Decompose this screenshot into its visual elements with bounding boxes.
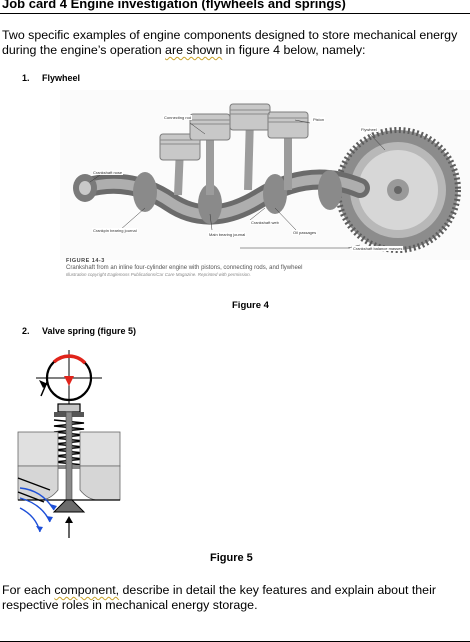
intro-paragraph: Two specific examples of engine componen… [2, 28, 468, 58]
intro-text: Two specific examples of engine componen… [2, 28, 458, 57]
callout-main-journal: Main bearing journal [208, 232, 247, 237]
figure4-caption-heading: FIGURE 14-3 [66, 258, 105, 264]
camshaft-icon [36, 350, 102, 406]
title-rule [0, 13, 470, 14]
crankshaft-illustration [60, 90, 470, 260]
callout-piston: Piston [312, 117, 326, 122]
page-title: Job card 4 Engine investigation (flywhee… [2, 0, 346, 11]
callout-crankshaft-nose: Crankshaft nose [92, 170, 124, 175]
instruction-text: For each [2, 583, 55, 597]
list-number: 2. [22, 326, 30, 336]
list-number: 1. [22, 73, 30, 83]
list-label: Flywheel [42, 73, 81, 83]
callout-crankpin-journal: Crankpin bearing journal [92, 228, 138, 233]
figure4-label: Figure 4 [232, 300, 269, 311]
callout-crankshaft-web: Crankshaft web [250, 220, 280, 225]
pistons-icon [159, 103, 309, 196]
list-label: Valve spring (figure 5) [42, 326, 137, 336]
figure5-label: Figure 5 [210, 552, 253, 564]
spellcheck-squiggle[interactable]: are shown [165, 43, 223, 57]
figure4-caption: Crankshaft from an inline four-cylinder … [66, 265, 303, 271]
intro-text-end: in figure 4 below, namely: [222, 43, 366, 57]
callout-connecting-rod: Connecting rod [163, 115, 193, 120]
callout-oil-passages: Oil passages [292, 230, 318, 235]
callout-flywheel: Flywheel [360, 127, 378, 132]
callout-balance-masses: Crankshaft balance masses [352, 246, 404, 251]
list-item-flywheel: 1. Flywheel [22, 73, 80, 83]
crankshaft-icon [73, 169, 370, 225]
spellcheck-squiggle[interactable]: component, [54, 583, 120, 597]
valve-spring-diagram [10, 340, 140, 540]
instruction-paragraph: For each component, describe in detail t… [2, 583, 468, 613]
figure4-credit: Illustration copyright Eaglemoss Publica… [66, 272, 251, 277]
list-item-valve-spring: 2. Valve spring (figure 5) [22, 326, 136, 336]
flywheel-icon [335, 127, 461, 253]
instruction-text-end: describe in detail the key features and … [2, 583, 436, 612]
